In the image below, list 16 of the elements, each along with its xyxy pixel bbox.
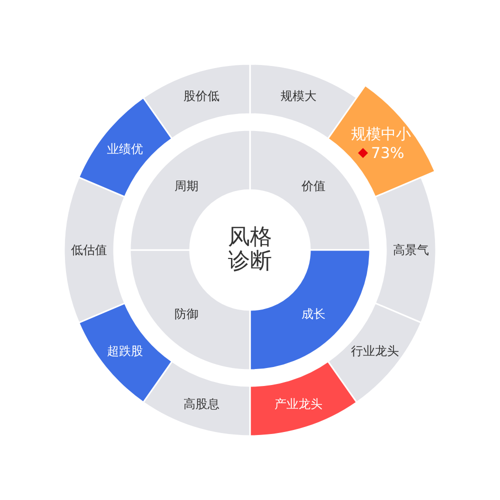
segment-label: 价值 <box>302 180 326 192</box>
segment-label: 行业龙头 <box>351 345 400 358</box>
segment-label: 周期 <box>174 180 198 192</box>
segment-label: 规模中小 <box>350 126 411 142</box>
segment-label: 股价低 <box>184 90 220 102</box>
segment-label: 低估值 <box>71 244 107 256</box>
segment-label: 超跌股 <box>106 345 143 358</box>
percentage-value: 73% <box>370 146 404 161</box>
segment-label: 高景气 <box>393 244 429 256</box>
segment-label: 产业龙头 <box>274 398 322 410</box>
segment-label: 规模大 <box>280 90 316 102</box>
center-title: 风格诊断 <box>227 226 273 274</box>
segment-label: 成长 <box>302 308 326 320</box>
segment-label: 业绩优 <box>106 142 143 155</box>
segment-label: 高股息 <box>184 398 220 410</box>
segment-label: 防御 <box>174 308 198 320</box>
